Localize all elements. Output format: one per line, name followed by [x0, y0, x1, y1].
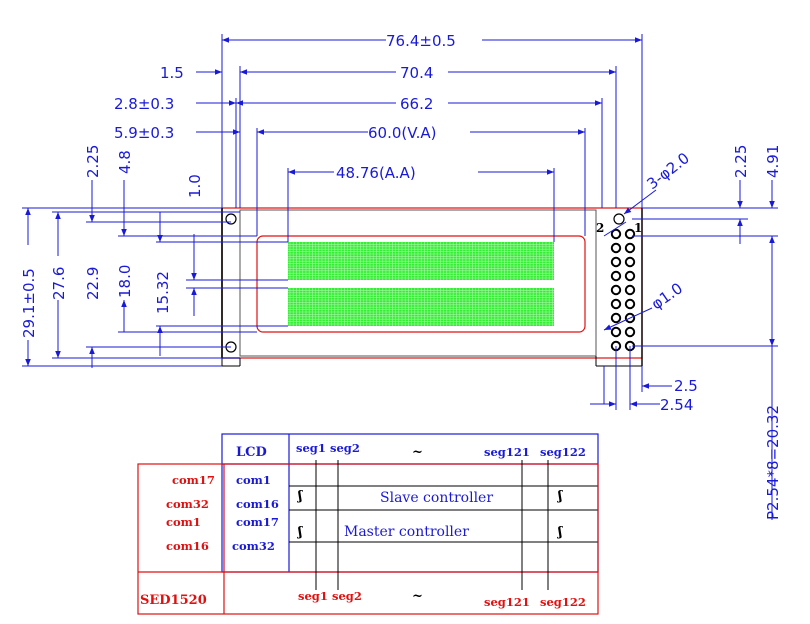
table-seg2-top: seg2 [330, 441, 360, 455]
table-seg1-top: seg1 [296, 441, 326, 455]
dim-top-offset-right: 2.25 [732, 145, 750, 178]
top-dimensions [196, 34, 643, 242]
connector-pin [610, 312, 622, 324]
table-driver-row-com32: com32 [166, 497, 209, 511]
dim-height-27: 27.6 [50, 267, 68, 300]
bottom-dimensions [590, 346, 672, 410]
table-driver-row-com17: com17 [172, 473, 215, 487]
dim-bezel-width: 70.4 [400, 64, 433, 82]
table-lcd-header: LCD [236, 445, 267, 460]
dim-left-offset-3: 5.9±0.3 [114, 124, 174, 142]
dim-pcb-inner-width: 66.2 [400, 95, 433, 113]
table-seg122-top: seg122 [540, 445, 586, 459]
dim-overall-width: 76.4±0.5 [386, 32, 456, 50]
table-lcd-row-com1: com1 [236, 473, 271, 487]
dim-right-offset: 4.91 [764, 145, 782, 178]
table-seg122-bottom: seg122 [540, 595, 586, 609]
dim-view-area: 60.0(V.A) [368, 124, 436, 142]
pin-2-label: 2 [596, 221, 604, 235]
connector-pin [624, 326, 636, 338]
table-seg1-bottom: seg1 [298, 589, 328, 603]
connector-pin [610, 242, 622, 254]
connector-pin [624, 284, 636, 296]
table-seg121-top: seg121 [484, 445, 530, 459]
dim-height-15: 15.32 [154, 271, 172, 314]
dim-height-18: 18.0 [116, 265, 134, 298]
dim-pin-spacing: 2.5 [674, 377, 698, 395]
connector-pin [610, 270, 622, 282]
dim-left-offset-2: 2.8±0.3 [114, 95, 174, 113]
dim-top-offset-left: 2.25 [84, 145, 102, 178]
connector-pin [610, 284, 622, 296]
dim-top-offset-left-3: 1.0 [186, 174, 204, 198]
table-s-mark-3: ʃ [297, 525, 303, 540]
table-s-mark-2: ʃ [557, 489, 563, 504]
table-driver-name: SED1520 [140, 593, 207, 608]
table-seg121-bottom: seg121 [484, 595, 530, 609]
connector-pin [624, 298, 636, 310]
connector-pins [610, 228, 636, 352]
table-s-mark-1: ʃ [297, 489, 303, 504]
mounting-holes [225, 213, 625, 353]
right-dimensions [632, 180, 778, 520]
table-driver-row-com1: com1 [166, 515, 201, 529]
table-slave-controller: Slave controller [380, 490, 493, 506]
dot-matrix-grid [288, 242, 554, 326]
pin-1-label: 1 [634, 221, 642, 235]
connector-pin [624, 228, 636, 240]
table-lcd-row-com32: com32 [232, 539, 275, 553]
connector-pin [610, 228, 622, 240]
controller-table [137, 433, 599, 615]
dim-active-area: 48.76(A.A) [336, 164, 416, 182]
view-area-outline [256, 235, 586, 333]
table-driver-row-com16: com16 [166, 539, 209, 553]
pcb-outline [221, 207, 643, 359]
dim-pin-pitch: 2.54 [660, 396, 693, 414]
connector-pin [610, 298, 622, 310]
dim-pin-pitch-total: P2.54*8=20.32 [764, 405, 782, 520]
table-tilde-top: ~ [412, 445, 423, 460]
dim-overall-height: 29.1±0.5 [20, 268, 38, 338]
table-seg2-bottom: seg2 [332, 589, 362, 603]
dim-height-22: 22.9 [84, 267, 102, 300]
dim-left-offset-1: 1.5 [160, 64, 184, 82]
table-lcd-row-com16: com16 [236, 497, 279, 511]
connector-pin [610, 326, 622, 338]
table-tilde-bottom: ~ [412, 589, 423, 604]
table-s-mark-4: ʃ [557, 525, 563, 540]
connector-pin [624, 270, 636, 282]
connector-pin [610, 256, 622, 268]
hole-top-right [613, 213, 625, 225]
module-outline [221, 207, 643, 367]
left-dimensions [22, 180, 288, 368]
table-lcd-row-com17: com17 [236, 515, 279, 529]
dim-top-offset-left-2: 4.8 [116, 150, 134, 174]
connector-pin [624, 242, 636, 254]
dim-pin-diameter: φ1.0 [648, 279, 686, 313]
table-master-controller: Master controller [344, 524, 469, 540]
dim-hole-spec: 3-φ2.0 [643, 149, 692, 193]
bezel-outline [239, 209, 597, 357]
connector-pin [624, 256, 636, 268]
